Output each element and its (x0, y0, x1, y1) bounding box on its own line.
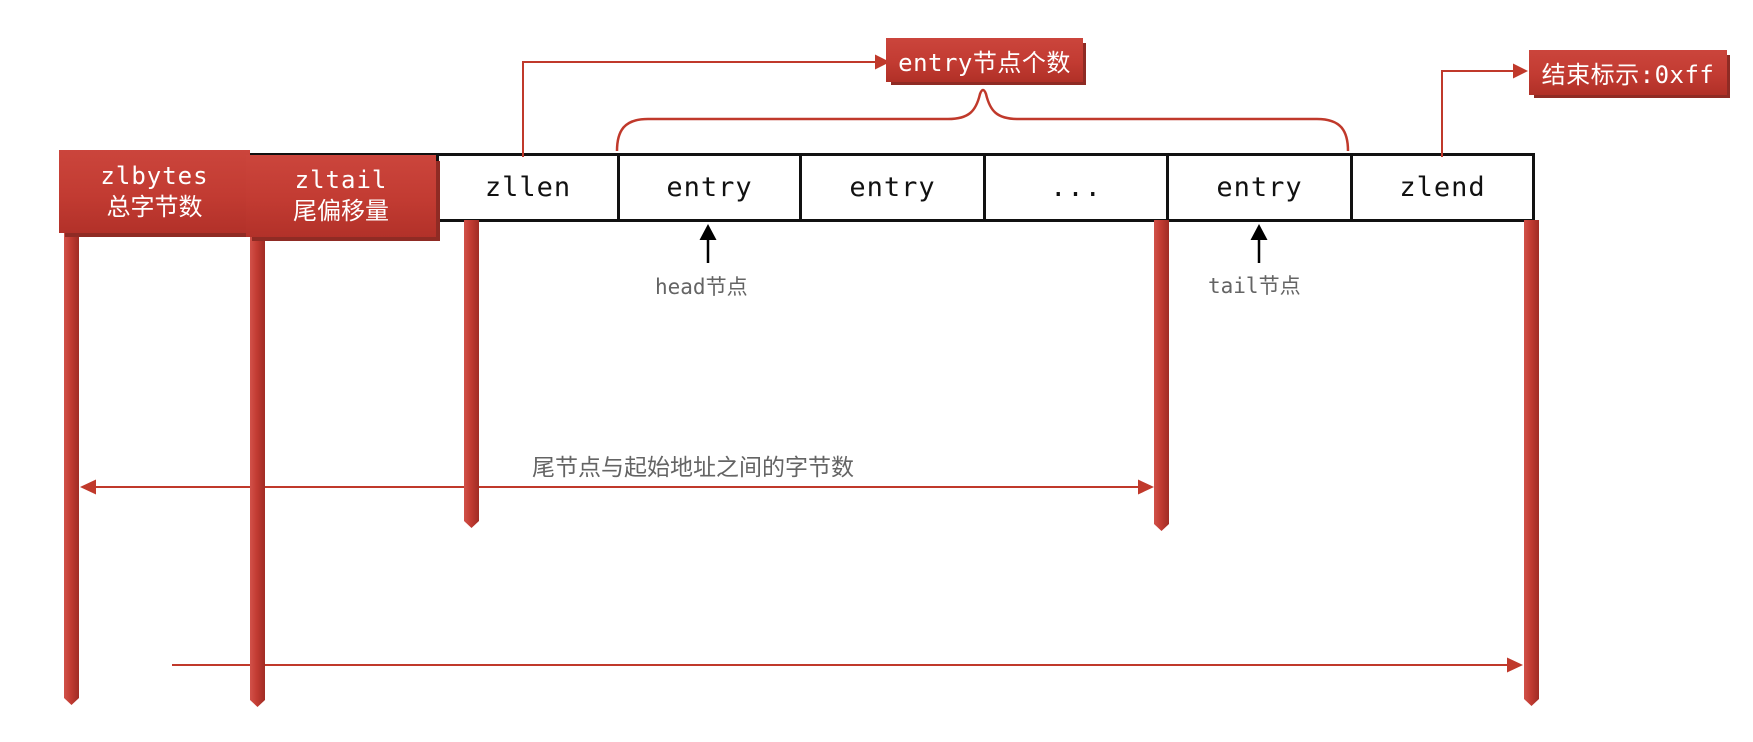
entry-count-badge-label: entry节点个数 (898, 48, 1071, 77)
cell-zllen: zllen (436, 156, 617, 219)
end-marker-badge-label: 结束标示:0xff (1541, 61, 1715, 89)
cell-zlbytes: zlbytes 总字节数 (59, 150, 250, 233)
cell-entry-2-label: entry (849, 172, 936, 203)
cell-zlbytes-label: zlbytes (100, 161, 209, 190)
cell-entry-2: entry (799, 156, 983, 219)
head-node-label: head节点 (655, 275, 748, 299)
tail-offset-caption: 尾节点与起始地址之间的字节数 (532, 455, 854, 481)
end-marker-badge: 结束标示:0xff (1529, 50, 1727, 95)
cell-entry-1: entry (617, 156, 799, 219)
pointer-bar-zltail-start (250, 236, 265, 707)
cell-zlend-label: zlend (1399, 172, 1486, 203)
pointer-bar-tail-entry (1154, 220, 1169, 531)
cell-zltail-sublabel: 尾偏移量 (293, 197, 389, 225)
cell-zltail-label: zltail (294, 166, 388, 194)
cell-entry-1-label: entry (666, 172, 753, 203)
cell-zllen-label: zllen (484, 172, 572, 203)
zlend-connector-arrow-icon (1441, 63, 1528, 157)
entries-brace-icon (615, 88, 1350, 152)
tail-node-arrow-icon (1250, 224, 1268, 263)
pointer-bar-zlbytes-start (64, 231, 79, 705)
cell-ellipsis: ... (983, 156, 1166, 219)
pointer-bar-zllen (464, 220, 479, 528)
total-bytes-measure-arrow (172, 657, 1523, 673)
cell-zlbytes-sublabel: 总字节数 (106, 192, 203, 221)
tail-offset-measure-arrow (80, 479, 1154, 495)
tail-node-label: tail节点 (1208, 274, 1301, 298)
head-node-arrow-icon (699, 224, 717, 263)
cell-zltail: zltail 尾偏移量 (246, 155, 436, 237)
pointer-bar-zlend-end (1524, 220, 1539, 706)
zllen-connector-arrow-icon (522, 54, 890, 157)
entry-count-badge: entry节点个数 (886, 38, 1083, 82)
cell-ellipsis-label: ... (1050, 172, 1102, 203)
cell-entry-tail-label: entry (1216, 172, 1303, 203)
cell-entry-tail: entry (1166, 156, 1350, 219)
cell-zlend: zlend (1350, 156, 1532, 219)
